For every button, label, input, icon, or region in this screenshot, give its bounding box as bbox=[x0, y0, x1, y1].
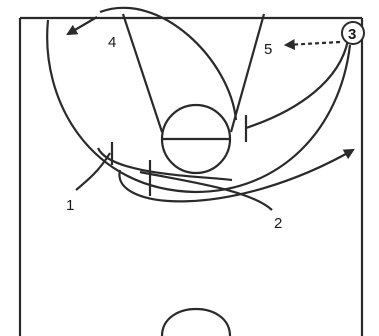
center-circle bbox=[160, 307, 232, 336]
path-1-leader bbox=[75, 152, 111, 191]
path-5-cut bbox=[245, 39, 350, 130]
path-curl bbox=[99, 6, 238, 121]
player-3-circle bbox=[341, 21, 365, 45]
three-point-arc bbox=[46, 19, 352, 194]
lane-left bbox=[121, 13, 164, 133]
path-2-cut bbox=[118, 148, 355, 203]
pass-3-to-5 bbox=[283, 39, 341, 51]
path-1-cut bbox=[96, 147, 233, 182]
player-label-3: 3 bbox=[348, 26, 356, 43]
lane-right bbox=[229, 13, 266, 133]
court-lines bbox=[18, 13, 364, 336]
path-4-pass bbox=[66, 16, 98, 36]
player-label-4: 4 bbox=[108, 34, 116, 51]
player-label-1: 1 bbox=[66, 197, 74, 214]
path-2-leader bbox=[139, 170, 273, 211]
player-label-2: 2 bbox=[274, 215, 282, 232]
player-label-5: 5 bbox=[264, 41, 272, 58]
player-paths bbox=[66, 6, 355, 211]
